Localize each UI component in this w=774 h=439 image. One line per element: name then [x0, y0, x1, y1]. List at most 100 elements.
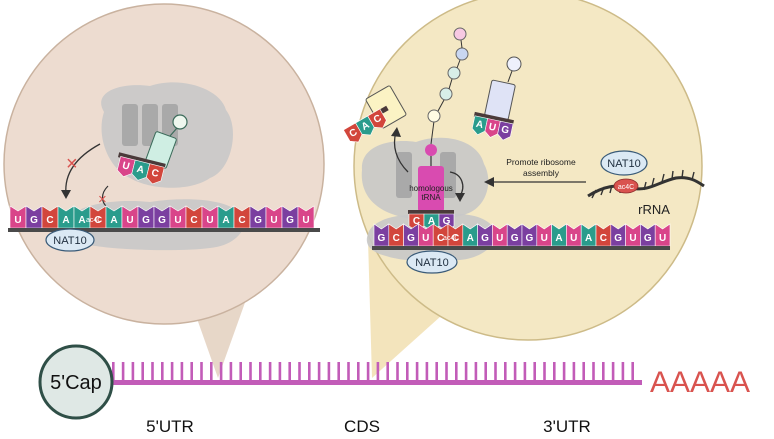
left-nucleotide-label-5: C	[94, 215, 101, 226]
left-anticodon-base-0	[116, 156, 136, 178]
left-ac4c-label: ac4C	[86, 217, 102, 224]
mrna-tick-16	[268, 362, 272, 382]
left-nucleotide-label-18: U	[302, 215, 309, 226]
left-inhibited-path: × ×	[61, 143, 109, 208]
right-nucleotide-label-4: C	[437, 233, 444, 244]
left-nucleotide-label-10: U	[174, 215, 181, 226]
right-exit-anticodon-base-1	[355, 115, 375, 136]
mrna-tick-10	[210, 362, 213, 382]
mrna-tick-51	[611, 362, 615, 382]
right-nucleotide-label-12: A	[555, 233, 562, 244]
mrna-tick-17	[278, 362, 282, 382]
left-nucleotide-label-6: A	[110, 215, 117, 226]
right-codon-pair-base-label-1: A	[428, 216, 435, 227]
left-nucleotide-label-7: U	[126, 215, 133, 226]
left-inhibit-x-mark-2: ×	[98, 191, 107, 208]
right-nucleotide-label-10: G	[526, 233, 534, 244]
right-incoming-anticodon-base-label-0: A	[475, 119, 484, 131]
mrna-tick-38	[484, 362, 487, 382]
mrna-tick-29	[396, 362, 399, 382]
left-anticodon-base-label-1: A	[136, 164, 146, 176]
assembly-arrow-label-1: Promote ribosome	[506, 157, 576, 167]
mrna-tick-26	[366, 362, 370, 382]
mrna-tick-6	[170, 362, 174, 382]
mrna-tick-33	[435, 362, 438, 382]
mrna-tick-4	[151, 362, 154, 382]
left-anticodon-base-label-0: U	[121, 160, 131, 172]
mrna-tick-36	[464, 362, 468, 382]
mrna-tick-53	[631, 362, 634, 382]
mrna-tick-19	[298, 362, 301, 382]
left-anticodon-base-1	[131, 159, 151, 181]
left-nucleotide-label-15: G	[254, 215, 262, 226]
left-nucleotide-label-17: G	[286, 215, 294, 226]
left-nucleotide-label-1: G	[30, 215, 38, 226]
mrna-tick-32	[425, 362, 429, 382]
right-exiting-trna-anticodon: CAC	[343, 108, 387, 143]
peptide-residue-2	[439, 87, 453, 101]
right-nucleotide-label-13: U	[570, 233, 577, 244]
right-incoming-anticodon-base-1	[484, 118, 501, 138]
mrna-tick-50	[602, 362, 605, 382]
right-exit-anticodon-base-label-0: C	[348, 127, 360, 140]
mrna-tick-47	[572, 362, 576, 382]
mrna-tick-44	[543, 362, 546, 382]
right-incoming-anticodon-base-label-1: U	[488, 122, 497, 134]
mrna-tick-9	[200, 362, 203, 382]
left-trna	[117, 114, 188, 169]
right-nucleotide-label-3: U	[422, 233, 429, 244]
right-nucleotide-label-1: C	[393, 233, 400, 244]
poly-a-tail: AAAAA	[650, 366, 750, 399]
left-nucleotide-label-4: A	[78, 215, 85, 226]
right-codon-pair-base-label-2: G	[443, 216, 451, 227]
mrna-tick-24	[347, 362, 350, 382]
mrna-tick-15	[259, 362, 262, 382]
right-exit-anticodon-base-0	[343, 122, 363, 143]
left-mrna-backbone	[8, 228, 320, 232]
mrna-tick-1	[121, 362, 125, 382]
right-homologous-trna	[418, 144, 444, 212]
right-homologous-trna-label-2: tRNA	[421, 193, 441, 202]
right-ac4c-label: ac4C	[443, 235, 459, 242]
right-nucleotide-label-2: G	[407, 233, 415, 244]
left-nucleotide-label-13: A	[222, 215, 229, 226]
right-nucleotide-label-6: A	[467, 233, 474, 244]
mrna-tick-20	[308, 362, 311, 382]
right-nucleotide-label-0: G	[378, 233, 386, 244]
mrna-tick-8	[190, 362, 193, 382]
right-nucleotide-label-11: U	[541, 233, 548, 244]
mrna-main-strand	[108, 380, 642, 385]
mrna-tick-27	[376, 362, 380, 382]
mrna-tick-42	[523, 362, 527, 382]
right-nucleotide-label-9: G	[511, 233, 519, 244]
right-nucleotide-label-19: U	[659, 233, 666, 244]
right-nucleotide-label-7: G	[481, 233, 489, 244]
peptide-residue-4	[455, 47, 469, 61]
left-anticodon-base-2	[146, 163, 165, 185]
left-nucleotide-label-14: C	[238, 215, 245, 226]
region-label-cds: CDS	[344, 417, 380, 436]
mrna-ticks	[112, 362, 634, 382]
right-homologous-trna-stem-bar	[408, 210, 454, 214]
mrna-tick-14	[249, 362, 252, 382]
left-nat10-label: NAT10	[53, 235, 86, 247]
left-nucleotide-label-2: C	[46, 215, 53, 226]
right-incoming-anticodon-base-label-2: G	[500, 124, 510, 136]
left-nucleotide-label-12: U	[206, 215, 213, 226]
left-nucleotide-label-8: G	[142, 215, 150, 226]
left-trna-amino-acid	[172, 114, 188, 130]
right-homologous-trna-body	[418, 166, 444, 212]
mrna-tick-52	[621, 362, 625, 382]
five-prime-cap	[38, 344, 114, 420]
right-nucleotide-label-5: C	[452, 233, 459, 244]
mrna-tick-22	[327, 362, 331, 382]
mrna-tick-37	[474, 362, 478, 382]
right-incoming-anticodon-base-2	[497, 120, 514, 141]
right-codon-pair-base-label-0: C	[413, 216, 420, 227]
right-nucleotide-label-8: U	[496, 233, 503, 244]
